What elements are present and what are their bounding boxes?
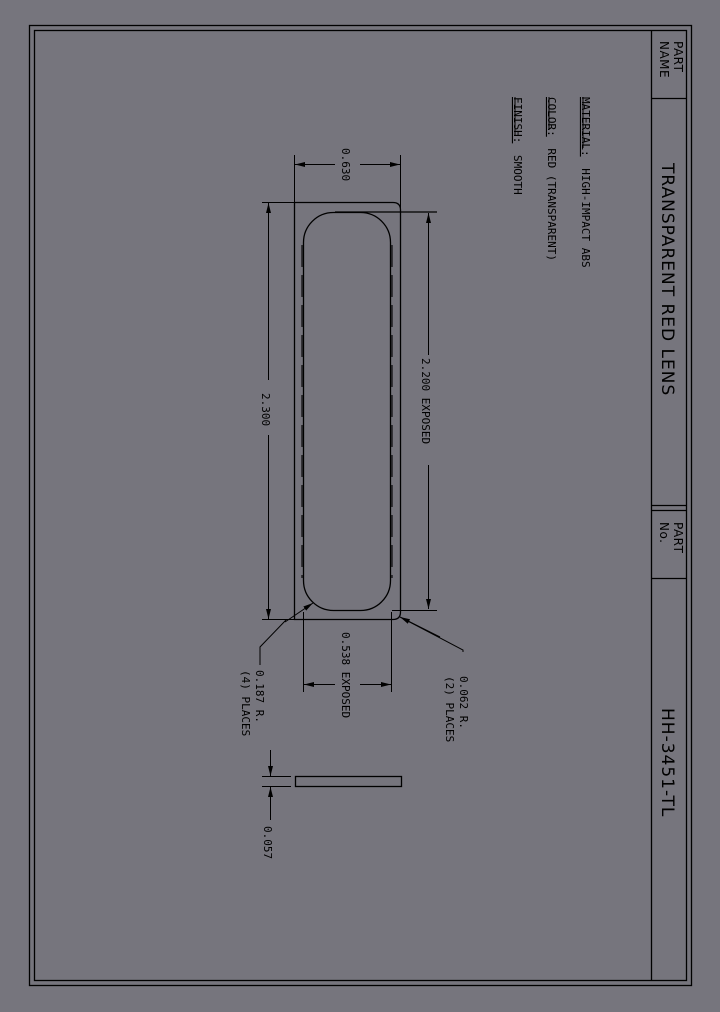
part-no-value: HH-3451-TL [657,708,677,817]
dim-overall-width: 0.630 [339,148,352,181]
svg-text:MATERIAL: HIGH-IMPACT AB: MATERIAL: HIGH-IMPACT ABS [579,97,592,268]
inner-border [33,29,688,982]
part-name-label-line2: NAME [657,41,671,78]
material-value: HIGH-IMPACT ABS [579,168,592,267]
material-label: MATERIAL: [579,97,592,157]
dim-thickness: 0.057 [261,826,274,859]
dim-overall-length: 2.300 [259,393,272,426]
dim-exposed-length: 2.200 EXPOSED [419,358,432,444]
title-block: PART NAME TRANSPARENT RED LENS PART No. … [650,30,686,980]
color-label: COLOR: [545,97,558,137]
lens-outer-outline [293,201,402,621]
outer-border [28,24,693,987]
svg-text:FINISH: SMOOTH: FINISH: SMOOTH [511,97,524,195]
lens-exposed-area [302,211,392,612]
lens-side-view [294,775,403,788]
dim-inner-radius: 0.187 R. [253,670,266,723]
material-notes: MATERIAL: HIGH-IMPACT ABS COLOR: RED (TR… [511,97,592,268]
part-name-value: TRANSPARENT RED LENS [657,162,677,396]
part-no-label-line1: PART [671,522,685,554]
dim-exposed-width: 0.538 EXPOSED [339,632,352,718]
part-no-label-line2: No. [657,522,671,543]
part-name-label-line1: PART [671,41,685,73]
dim-outer-radius: 0.062 R. [457,676,470,729]
color-value: RED (TRANSPARENT) [545,148,558,261]
finish-value: SMOOTH [511,155,524,195]
svg-text:COLOR: RED (TRANSPARENT): COLOR: RED (TRANSPARENT) [545,97,558,261]
finish-label: FINISH: [511,97,524,143]
dim-outer-radius-places: (2) PLACES [443,676,456,742]
dim-inner-radius-places: (4) PLACES [239,670,252,736]
